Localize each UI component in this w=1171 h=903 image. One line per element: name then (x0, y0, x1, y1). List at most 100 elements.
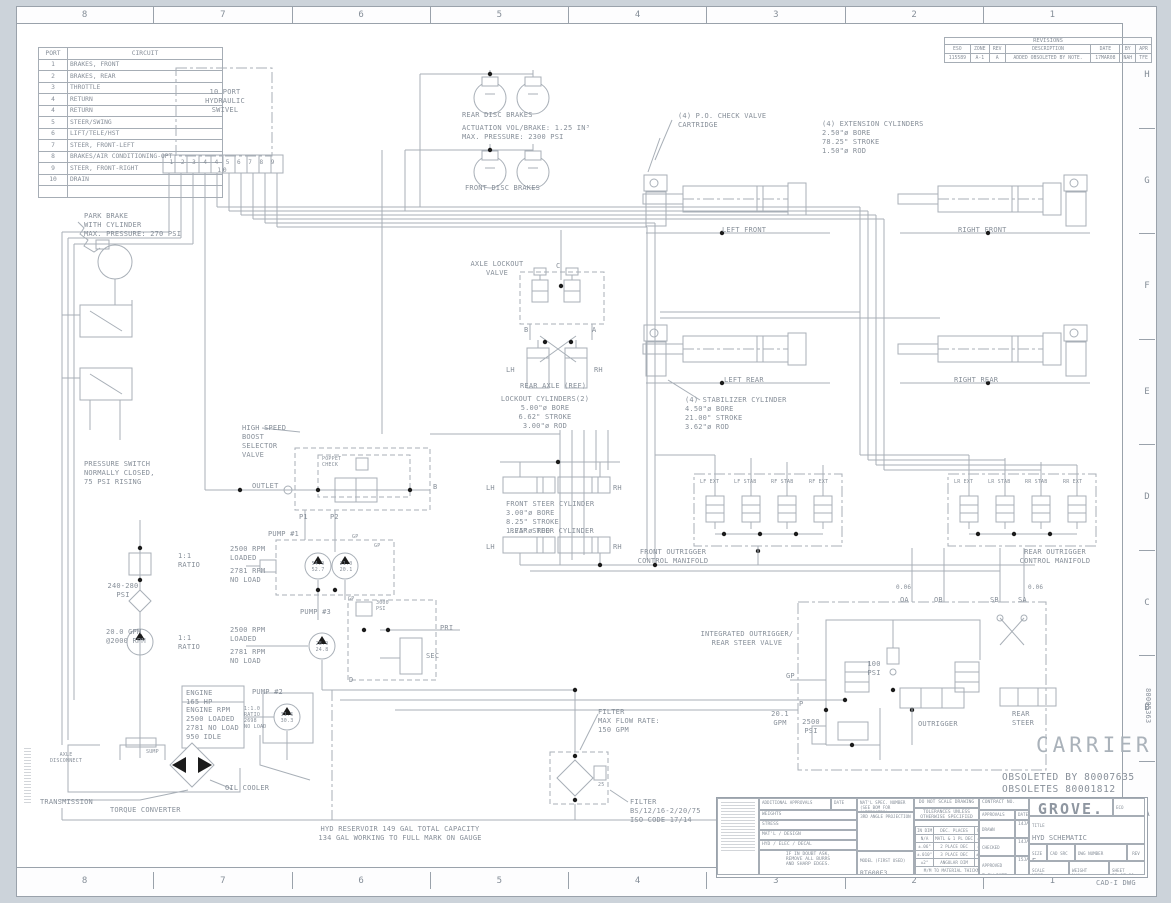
torque-converter-label: TORQUE CONVERTER (110, 806, 181, 814)
right-rear-label: RIGHT REAR (954, 376, 999, 384)
approval-checked: CHECKED W HAROLD (979, 838, 1015, 856)
ruler-top: 8 7 6 5 4 3 2 1 (16, 6, 1121, 23)
cad-src-cell: CAD SRC C2301 (1047, 844, 1075, 861)
approval-checked-date: 14JAN08 (1015, 838, 1029, 856)
rh-label: RH (594, 366, 603, 374)
bypass-25-label: 25 (598, 782, 605, 788)
zone-label: 2 (846, 872, 984, 889)
sheet-cell: SHEET 31 OF 31 (1109, 861, 1145, 875)
drawing-title-1: HYD SCHEMATIC (1032, 834, 1087, 842)
gp-label: GP (374, 543, 381, 549)
park-brake-label: PARK BRAKE WITH CYLINDER MAX. PRESSURE: … (84, 212, 182, 238)
psi-100-label: 100 PSI (867, 660, 881, 677)
dwg-number-cell: DWG NUMBER 80005363 (1075, 844, 1127, 861)
approval-role: CHECKED (982, 845, 1000, 850)
weight-cell: WEIGHT N/A (1069, 861, 1109, 875)
gpm-201-label: 20.1 GPM (771, 710, 789, 727)
model-cell: MODEL (FIRST USED) RT600E3 (857, 851, 914, 875)
zone-label: 4 (569, 872, 708, 889)
obsoleted-note: OBSOLETED BY 80007635 OBSOLETES 80001812 (1002, 772, 1135, 796)
projection-cell: 3RD ANGLE PROJECTION (857, 812, 914, 851)
doubt-note: IF IN DOUBT ASK, REMOVE ALL BURRS AND SH… (759, 850, 857, 875)
scale-label: SCALE (1032, 868, 1045, 873)
zone-label: E (1139, 340, 1155, 445)
zone-label: H (1139, 23, 1155, 129)
title-cell: TITLE HYD SCHEMATIC HYD SYSTEM SCHEM RT6… (1029, 816, 1145, 844)
eco-cell: ECO 115612 (1113, 798, 1145, 816)
approvals-header: APPROVALS (979, 810, 1015, 820)
approval-row-weights: WEIGHTS (759, 810, 857, 820)
ratio-label: 1:1 RATIO (178, 634, 201, 651)
port-p1-label: P1 (299, 513, 308, 521)
lockout-cylinders-label: LOCKOUT CYLINDERS(2) 5.00"ø BORE 6.62" S… (500, 395, 590, 430)
rpm-noload-label: 2781 RPM NO LOAD (230, 567, 266, 584)
rev-cell: REV A (1127, 844, 1145, 861)
outrigger-section-label: OUTRIGGER (918, 720, 958, 728)
high-speed-valve-label: HIGH SPEED BOOST SELECTOR VALVE (242, 424, 287, 459)
carrier-title: CARRIER (1036, 733, 1153, 757)
date-header: DATE (1015, 810, 1029, 820)
size-cell: SIZE E (1029, 844, 1047, 861)
fine-print-notes (721, 802, 755, 852)
zone-label: 6 (293, 872, 431, 889)
manifold-valve-label: LR EXT (954, 479, 974, 485)
pump1-values-a: 54.9 52.7 (311, 561, 325, 573)
rear-outrigger-manifold-label: REAR OUTRIGGER CONTROL MANIFOLD (1019, 548, 1091, 565)
dwg-number-label: DWG NUMBER (1078, 851, 1104, 856)
manifold-valve-label: RR STAB (1025, 479, 1048, 485)
zone-label: D (1139, 445, 1155, 551)
pump1-label: PUMP #1 (268, 530, 299, 538)
right-front-label: RIGHT FRONT (958, 226, 1007, 234)
po-check-valve-label: (4) P.O. CHECK VALVE CARTRIDGE (678, 112, 767, 129)
filter-iso-label: FILTER BS/12/16-2/20/75 ISO CODE 17/14 (630, 798, 701, 824)
zone-label: 6 (293, 6, 431, 23)
left-front-label: LEFT FRONT (722, 226, 767, 234)
transmission-label: TRANSMISSION (40, 798, 93, 806)
no-scale-cell: DO NOT SCALE DRAWING (914, 798, 979, 808)
psi-240-label: 240-280 PSI (107, 582, 139, 599)
eco-label: ECO (1116, 805, 1124, 810)
front-disc-brakes-label: FRONT DISC BRAKES (465, 184, 541, 192)
poppet-check-label: POPPET CHECK (322, 456, 342, 468)
swivel-label: 10 PORT HYDRAULIC SWIVEL (205, 88, 245, 114)
port-sb-label: SB (990, 596, 999, 604)
axle-lockout-label: AXLE LOCKOUT VALVE (470, 260, 524, 277)
rear-disc-brakes-label: REAR DISC BRAKES (462, 111, 533, 119)
port-a-lockout-label: A (592, 326, 597, 334)
orifice-size-label: 0.06 (1028, 584, 1044, 591)
zone-label: G (1139, 129, 1155, 234)
left-rear-label: LEFT REAR (724, 376, 764, 384)
pump1-values-b: 21.0 20.1 (339, 561, 353, 573)
tolerances-header-cell: TOLERANCES UNLESS OTHERWISE SPECIFIED (914, 808, 979, 820)
zone-label: 1 (1049, 9, 1056, 20)
rpm-loaded-label: 2500 RPM LOADED (230, 545, 266, 562)
pressure-switch-label: PRESSURE SWITCH NORMALLY CLOSED, 75 PSI … (84, 460, 155, 486)
psi-3000-label: 3000 PSI (376, 600, 389, 612)
reservoir-label: HYD RESERVOIR 149 GAL TOTAL CAPACITY 134… (318, 825, 482, 842)
scale-value: NONE (1032, 874, 1043, 875)
gp-label: GP (348, 596, 355, 602)
grove-logo: GROVE. (1029, 798, 1113, 816)
sheet-label: SHEET (1112, 868, 1125, 873)
gp-label: GP (352, 534, 359, 540)
manifold-valve-label: LF EXT (700, 479, 720, 485)
contract-cell: CONTRACT NO. (979, 798, 1029, 810)
weight-value: N/A (1072, 874, 1080, 875)
title-block: ADDITIONAL APPROVALS DATE WEIGHTS STRESS… (716, 797, 1148, 878)
lh-label: LH (486, 543, 495, 551)
port-b-lockout-label: B (524, 326, 529, 334)
date-header: DATE (831, 798, 857, 810)
approval-name: T ELLIOTT (982, 874, 1007, 875)
zone-label: 3 (707, 6, 846, 23)
engine-label: ENGINE 165 HP (186, 689, 213, 706)
scale-cell: SCALE NONE (1029, 861, 1069, 875)
rear-steer-section-label: REAR STEER (1012, 710, 1035, 727)
size-label: SIZE (1032, 851, 1043, 856)
manifold-valve-label: RF STAB (771, 479, 794, 485)
weight-label: WEIGHT (1072, 868, 1088, 873)
rear-axle-ref-label: REAR AXLE (REF) (520, 382, 587, 390)
rpm-noload-label: 2781 RPM NO LOAD (230, 648, 266, 665)
rear-steer-cylinder-label: REAR STEER CYLINDER (510, 527, 594, 535)
